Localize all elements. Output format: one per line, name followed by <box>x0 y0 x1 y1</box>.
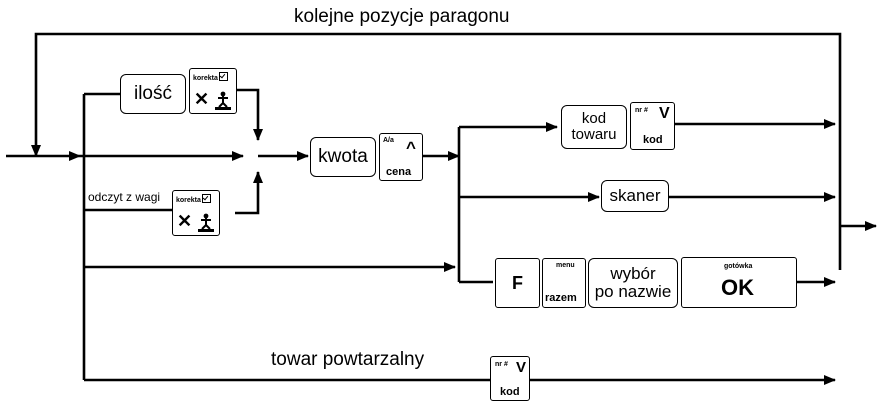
kod-key-1-top: nr # <box>635 107 648 114</box>
kod-towaru-box: kod towaru <box>561 105 627 149</box>
razem-key-bottom: razem <box>545 292 577 304</box>
towar-label: towar powtarzalny <box>271 349 425 370</box>
ilosc-label: ilość <box>133 83 172 105</box>
chevron-down-icon: V <box>516 359 527 376</box>
kod-key-2-top: nr # <box>495 361 508 368</box>
loop-line <box>31 32 842 270</box>
kod-key-2: nr # V kod <box>490 356 530 401</box>
odczyt-label: odczyt z wagi <box>88 190 161 204</box>
wybor-line2: po nazwie <box>594 282 672 301</box>
f-key-label: F <box>512 273 523 293</box>
kod-towaru-line1: kod <box>581 110 607 128</box>
kod-key-2-bottom: kod <box>500 386 520 398</box>
razem-key-top: menu <box>556 262 575 269</box>
wybor-line1: wybór <box>610 264 656 284</box>
korekta-key-1: korekta ✕ <box>189 68 237 114</box>
scale-person-icon <box>215 91 231 110</box>
ok-key-label: OK <box>721 275 754 300</box>
kwota-box: kwota <box>310 137 376 177</box>
caret-up-icon: ^ <box>406 138 416 157</box>
kod-key-1: nr # V kod <box>630 102 675 150</box>
checkbox-icon <box>201 194 211 203</box>
skaner-label: skaner <box>609 186 661 206</box>
kod-key-1-bottom: kod <box>643 134 663 146</box>
korekta-label-2: korekta <box>176 197 201 204</box>
kod-towaru-line2: towaru <box>571 126 617 143</box>
ilosc-box: ilość <box>120 74 186 114</box>
wybor-box: wybór po nazwie <box>588 258 678 308</box>
skaner-box: skaner <box>601 180 669 212</box>
chevron-down-icon: V <box>659 105 670 122</box>
diagram-title: kolejne pozycje paragonu <box>294 6 510 27</box>
korekta-label-1: korekta <box>193 75 218 82</box>
cena-key: A/a ^ cena <box>379 133 423 181</box>
f-key: F <box>495 258 540 308</box>
ok-key: gotówka OK <box>681 257 797 308</box>
x-icon: ✕ <box>177 211 193 231</box>
ok-key-top: gotówka <box>724 263 753 270</box>
razem-key: menu razem <box>542 258 586 308</box>
x-icon: ✕ <box>194 89 210 109</box>
checkbox-icon <box>218 72 228 81</box>
cena-key-top: A/a <box>383 137 394 144</box>
cena-key-bottom: cena <box>386 166 412 178</box>
scale-person-icon <box>198 213 214 232</box>
kwota-label: kwota <box>318 146 368 168</box>
korekta-key-2: korekta ✕ <box>172 190 220 236</box>
